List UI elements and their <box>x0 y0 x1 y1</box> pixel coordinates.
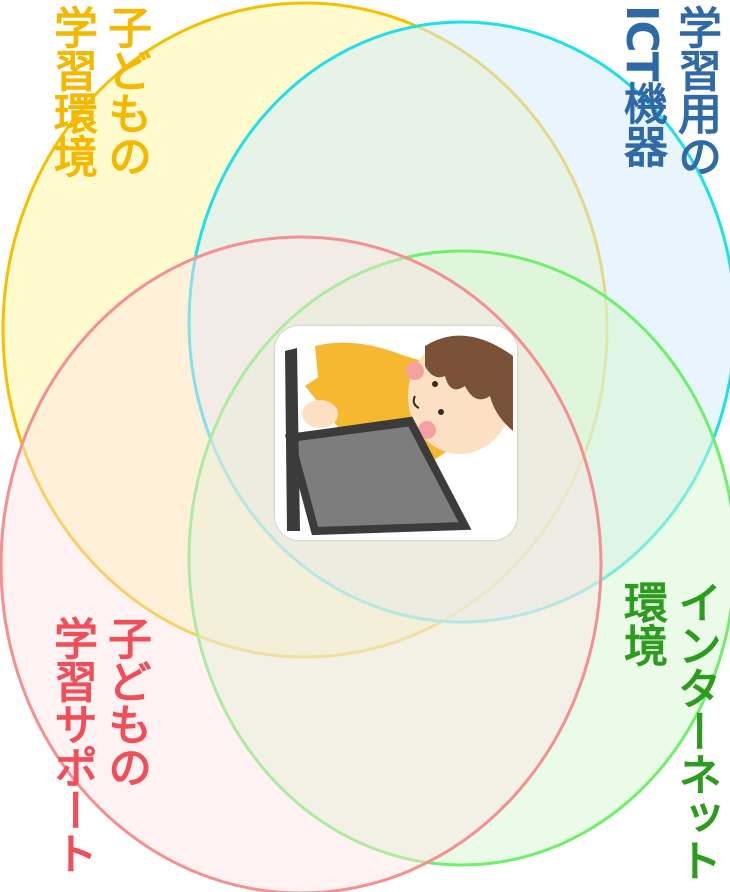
mouth-shape <box>412 395 420 409</box>
eye-shape <box>432 381 438 387</box>
label-line: 子どもの <box>100 5 151 177</box>
label-line: 子どもの <box>100 616 151 788</box>
label-line: 学習環境 <box>46 5 97 177</box>
label-ict-devices: 学習用の ICT機器 <box>612 5 722 177</box>
label-line: 学習用の <box>670 5 721 177</box>
cheek-shape <box>406 362 424 380</box>
label-line: 学習サポート <box>46 616 97 874</box>
label-line: 環境 <box>616 580 667 666</box>
label-line: ICT機器 <box>616 5 667 167</box>
child-with-laptop-photo <box>275 326 517 540</box>
arm-shape <box>305 366 365 436</box>
label-line: インターネット <box>670 580 721 881</box>
child-with-laptop-illustration-icon <box>284 335 513 536</box>
label-child-learning-support: 子どもの 学習サポート <box>42 616 152 874</box>
hair-shape <box>425 335 513 431</box>
label-internet-environment: インターネット 環境 <box>612 580 722 881</box>
cheek-shape <box>418 421 436 439</box>
hand-shape <box>302 400 338 428</box>
eye-shape <box>438 409 444 415</box>
laptop-hinge-shape <box>287 418 413 442</box>
label-child-learning-environment: 子どもの 学習環境 <box>42 5 152 177</box>
